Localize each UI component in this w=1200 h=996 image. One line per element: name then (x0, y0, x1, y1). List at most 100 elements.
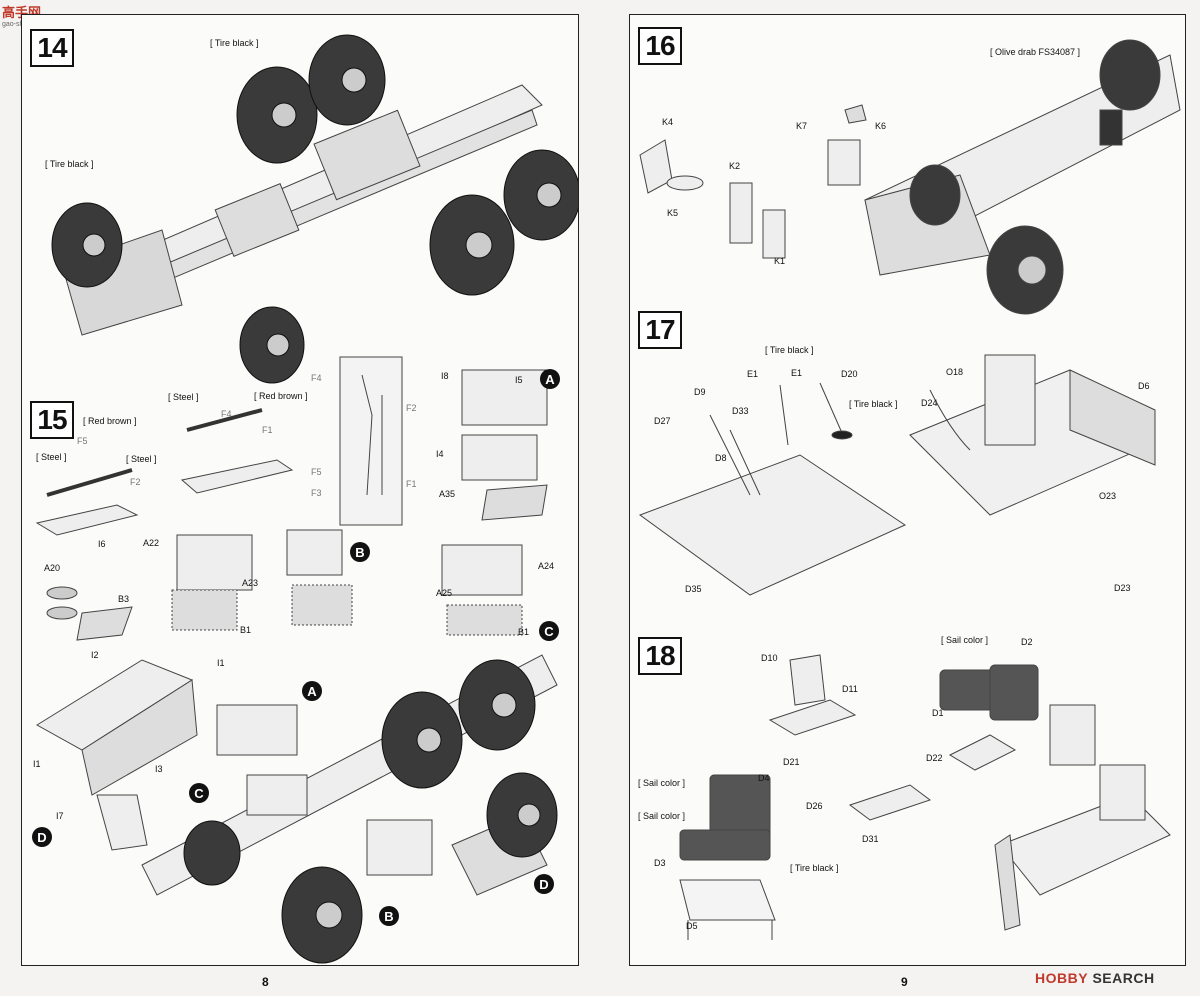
part-I7: I7 (56, 811, 64, 821)
truck-front-step16-drawing (864, 39, 1181, 315)
part-D27: D27 (654, 416, 671, 426)
part-F5-b: F5 (311, 467, 322, 477)
part-B1-b: B1 (518, 627, 530, 637)
label-tire-black-2: [ Tire black ] (45, 159, 94, 169)
label-tire-black-5: [ Tire black ] (790, 863, 839, 873)
part-I1-b: I1 (33, 759, 41, 769)
part-D33: D33 (732, 406, 749, 416)
part-D2: D2 (1021, 637, 1033, 647)
part-A24: A24 (538, 561, 555, 571)
part-I8: I8 (441, 371, 449, 381)
label-steel-1: [ Steel ] (168, 392, 199, 402)
callout-d-2: D (534, 874, 554, 894)
part-I6: I6 (98, 539, 106, 549)
part-D10: D10 (761, 653, 778, 663)
part-I3: I3 (155, 764, 163, 774)
chassis-step14-drawing (61, 84, 543, 336)
label-sail-color-2: [ Sail color ] (638, 778, 686, 788)
step-15-number: 15 (30, 401, 74, 439)
callout-a-1: A (540, 369, 560, 389)
part-A35: A35 (439, 489, 456, 499)
right-page-illustrations (638, 39, 1181, 940)
part-I1-a: I1 (217, 658, 225, 668)
label-tire-black-4: [ Tire black ] (849, 399, 898, 409)
label-red-brown-1: [ Red brown ] (254, 391, 308, 401)
step-14-number: 14 (30, 29, 74, 67)
part-F4-a: F4 (221, 409, 232, 419)
part-A25: A25 (436, 588, 453, 598)
cab-rear-wall-drawing (909, 354, 1156, 516)
part-F1-a: F1 (262, 425, 273, 435)
part-D8: D8 (715, 453, 727, 463)
step-18-number: 18 (638, 637, 682, 675)
part-A22: A22 (143, 538, 160, 548)
callout-c-1: C (539, 621, 559, 641)
cab-floor-drawing (638, 382, 907, 596)
watermark-suffix: SEARCH (1092, 970, 1155, 986)
label-steel-3: [ Steel ] (126, 454, 157, 464)
part-D1: D1 (932, 708, 944, 718)
part-O23: O23 (1099, 491, 1117, 501)
part-K1: K1 (774, 256, 786, 266)
part-D9: D9 (694, 387, 706, 397)
part-K4: K4 (662, 117, 674, 127)
watermark-bottom: HOBBY SEARCH (1035, 970, 1155, 986)
part-D35: D35 (685, 584, 702, 594)
part-D24: D24 (921, 398, 938, 408)
page-number-left: 8 (262, 975, 269, 989)
fuel-tank-assembly-drawing (36, 659, 198, 851)
label-olive-drab: [ Olive drab FS34087 ] (990, 47, 1081, 57)
part-O18: O18 (946, 367, 964, 377)
part-F2-a: F2 (130, 477, 141, 487)
part-D22: D22 (926, 753, 943, 763)
callout-a-2: A (302, 681, 322, 701)
part-D20: D20 (841, 369, 858, 379)
watermark-brand: HOBBY (1035, 970, 1089, 986)
part-I5: I5 (515, 375, 523, 385)
part-K6: K6 (875, 121, 887, 131)
tool-trays-drawing (35, 356, 403, 536)
page-number-right: 9 (901, 975, 908, 989)
part-B3: B3 (118, 594, 130, 604)
part-E1-b: E1 (791, 368, 803, 378)
callout-d-1: D (32, 827, 52, 847)
part-E1-a: E1 (747, 369, 759, 379)
part-K5: K5 (667, 208, 679, 218)
part-F5-a: F5 (77, 436, 88, 446)
label-sail-color-1: [ Sail color ] (941, 635, 989, 645)
callout-c-2: C (189, 783, 209, 803)
seat-parts-drawing (768, 654, 1039, 821)
part-A23: A23 (242, 578, 259, 588)
part-K2: K2 (729, 161, 741, 171)
part-F2-b: F2 (406, 403, 417, 413)
cab-interior-drawing (994, 704, 1171, 931)
part-D5: D5 (686, 921, 698, 931)
part-D4: D4 (758, 773, 770, 783)
label-red-brown-2: [ Red brown ] (83, 416, 137, 426)
jerrycan-parts-drawing (639, 104, 867, 259)
part-D23: D23 (1114, 583, 1131, 593)
label-sail-color-3: [ Sail color ] (638, 811, 686, 821)
part-D11: D11 (842, 684, 858, 694)
bench-seat-drawing (679, 774, 776, 940)
right-page: 16 17 18 [ Olive drab FS34087 ] K4 K7 K6… (629, 14, 1186, 966)
part-A20: A20 (44, 563, 61, 573)
part-D6: D6 (1138, 381, 1150, 391)
callout-b-1: B (350, 542, 370, 562)
label-steel-2: [ Steel ] (36, 452, 67, 462)
tires-bottom-drawing (183, 659, 558, 964)
storage-boxes-drawing (46, 369, 548, 641)
part-F1-b: F1 (406, 479, 417, 489)
left-page-illustrations (35, 34, 578, 964)
step-17-number: 17 (638, 311, 682, 349)
part-D3: D3 (654, 858, 666, 868)
left-page: 14 15 [ Tire black ] [ Tire black ] [ St… (21, 14, 579, 966)
part-D31: D31 (862, 834, 879, 844)
label-tire-black-1: [ Tire black ] (210, 38, 259, 48)
tires-step14-drawing (51, 34, 578, 384)
callout-b-2: B (379, 906, 399, 926)
part-I2: I2 (91, 650, 99, 660)
part-D21: D21 (783, 757, 800, 767)
part-D26: D26 (806, 801, 823, 811)
part-B1-a: B1 (240, 625, 252, 635)
